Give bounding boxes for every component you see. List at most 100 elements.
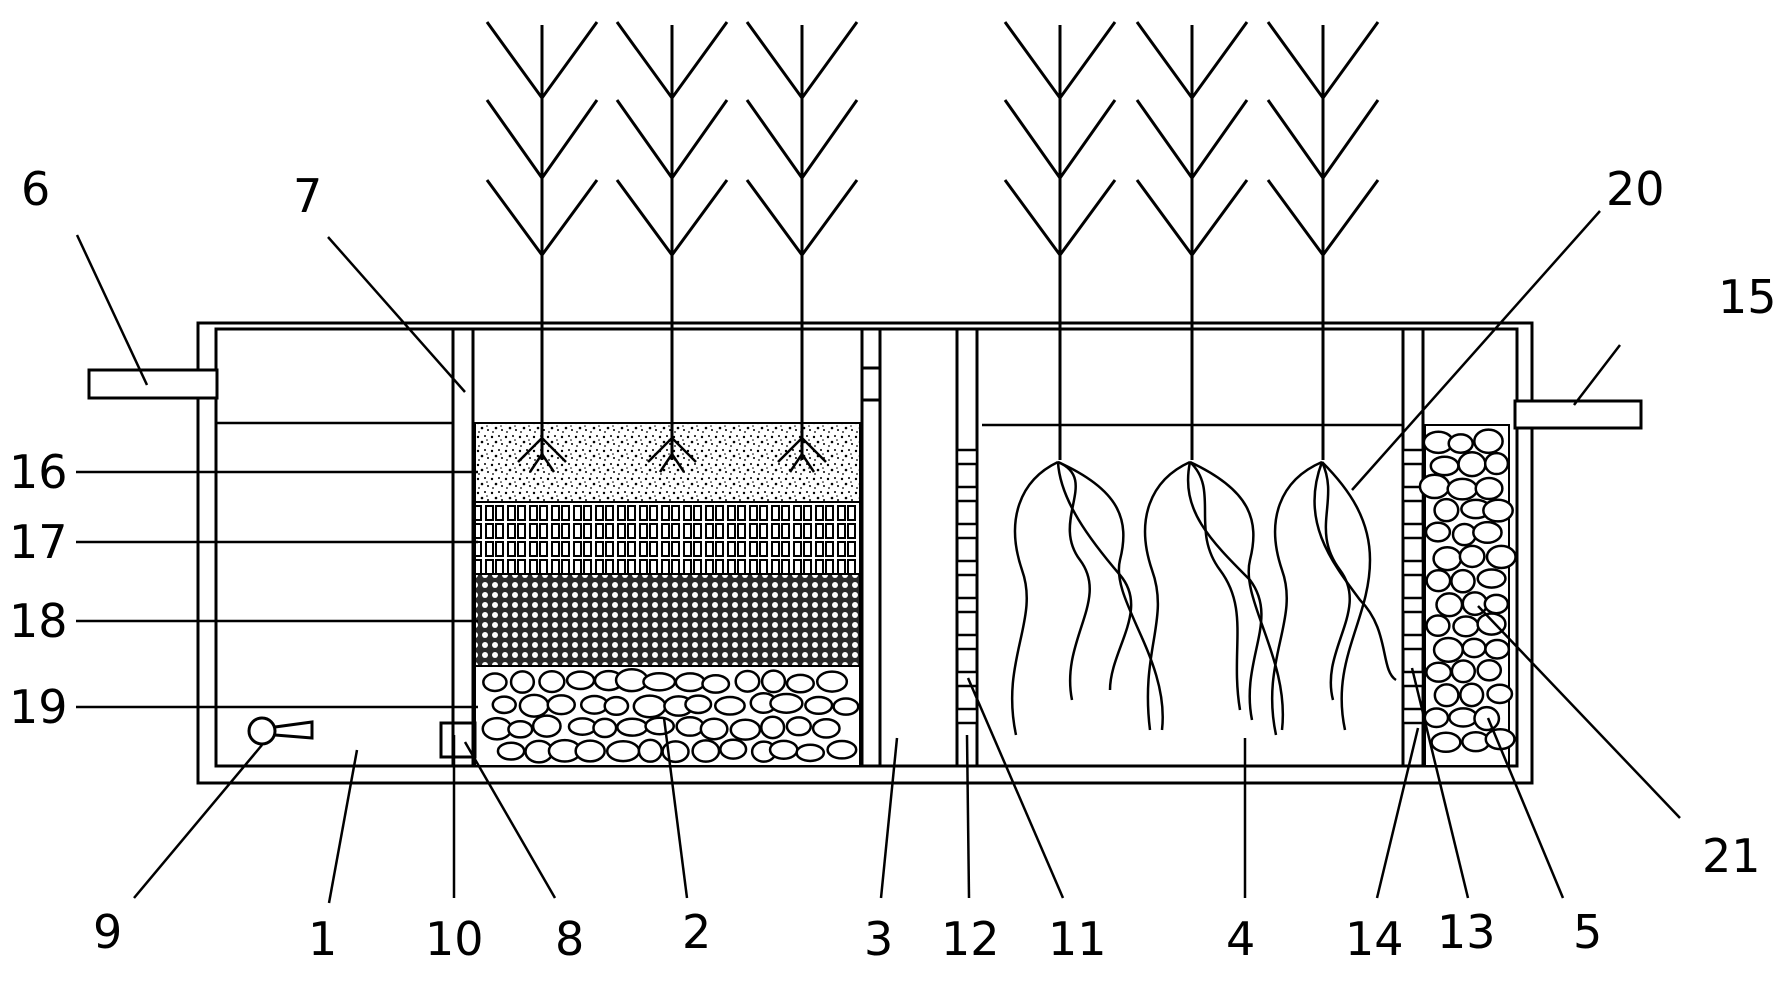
gravel-stone: [1473, 705, 1501, 732]
label-16: 16: [9, 445, 68, 499]
gravel-stone: [1452, 615, 1480, 638]
gravel-stone: [1447, 433, 1474, 454]
label-10: 10: [425, 912, 484, 966]
gravel-stone: [1486, 683, 1514, 705]
gravel-stone: [832, 697, 860, 716]
label-14: 14: [1345, 912, 1404, 966]
root: [1189, 461, 1242, 711]
label-13: 13: [1437, 905, 1496, 959]
partition-wall-7: [451, 327, 475, 766]
root: [1057, 460, 1091, 701]
label-6: 6: [21, 162, 50, 216]
gravel-stone: [1448, 707, 1479, 728]
gravel-stone: [1457, 451, 1487, 478]
gravel-stone: [1473, 428, 1504, 455]
plant: [745, 21, 859, 473]
mesh-layer-18: [474, 573, 861, 667]
wall-opening: [1401, 596, 1425, 614]
gravel-stone: [574, 739, 606, 763]
gravel-stone: [1446, 477, 1479, 501]
wall-opening: [955, 448, 979, 466]
gravel-stone: [616, 717, 649, 737]
gravel-stone: [531, 714, 562, 738]
label-1: 1: [308, 912, 337, 966]
wall-opening: [1401, 633, 1425, 651]
plant: [615, 21, 729, 473]
root: [1010, 460, 1059, 736]
gravel-stone: [729, 718, 762, 741]
gravel-stone: [1450, 568, 1476, 594]
wall-opening: [955, 707, 979, 725]
gravel-stone: [1429, 455, 1460, 477]
gravel-stone: [1476, 568, 1507, 589]
gravel-stone: [496, 741, 526, 761]
gravel-stone: [642, 671, 677, 692]
wall-opening: [1401, 522, 1425, 540]
plant: [485, 21, 599, 473]
gravel-stone: [1430, 731, 1462, 754]
gravel-stone: [565, 670, 596, 691]
gravel-stone: [1482, 498, 1514, 523]
gravel-stone: [1484, 638, 1511, 660]
root: [1143, 460, 1191, 731]
gravel-stone: [632, 694, 667, 719]
gravel-stone: [1432, 545, 1463, 572]
tank-outline: [196, 321, 1534, 785]
wall-opening: [1401, 707, 1425, 725]
gravel-stone: [785, 673, 815, 694]
gravel-stone: [826, 739, 858, 760]
gravel-stone: [785, 716, 813, 737]
gravel-stone: [815, 670, 849, 693]
root: [1321, 461, 1372, 731]
label-18: 18: [9, 594, 68, 648]
wall-opening: [955, 633, 979, 651]
gravel-stone: [1433, 683, 1460, 708]
gravel-stone: [481, 716, 513, 741]
gravel-stone: [482, 672, 508, 693]
root: [1189, 460, 1285, 731]
label-7: 7: [293, 169, 322, 223]
roots-20: [1010, 460, 1397, 736]
leader-lines: [75, 210, 1681, 904]
wall-opening: [955, 596, 979, 614]
wall-opening: [955, 670, 979, 688]
label-3: 3: [864, 912, 893, 966]
gravel-stones-5: [1418, 428, 1517, 754]
gravel-stone: [734, 669, 761, 693]
plant: [1135, 21, 1249, 460]
gravel-stone: [699, 717, 729, 741]
gravel-stone: [1472, 520, 1503, 545]
label-9: 9: [93, 905, 122, 959]
gravel-stone: [509, 670, 536, 694]
root: [1320, 461, 1351, 701]
perforated-wall-13: [1401, 327, 1425, 766]
gravel-stone: [795, 743, 826, 763]
gravel-stone: [691, 739, 721, 763]
gravel-stone: [644, 716, 676, 736]
root: [1186, 461, 1263, 721]
plant: [1003, 21, 1117, 460]
root: [1056, 461, 1133, 691]
wall-12-openings: [955, 448, 979, 725]
gravel-stone: [637, 738, 663, 763]
perforated-wall-12: [955, 327, 979, 766]
label-17: 17: [9, 515, 68, 569]
label-2: 2: [682, 905, 711, 959]
partition-wall-2-3: [860, 327, 882, 766]
wall-opening: [955, 485, 979, 503]
gravel-stone: [1476, 658, 1503, 682]
label-19: 19: [9, 680, 68, 734]
gravel-stone: [675, 715, 705, 737]
label-15: 15: [1718, 270, 1777, 324]
gravel-stones-2: [481, 668, 860, 764]
gravel-stone: [538, 670, 566, 694]
connecting-pipe-8: [439, 721, 477, 759]
gravel-stone: [603, 695, 630, 717]
gravel-stone: [684, 694, 713, 715]
gravel-stone: [1483, 451, 1510, 476]
label-5: 5: [1573, 905, 1602, 959]
brick-layer-17: [474, 501, 861, 575]
gravel-stone: [811, 718, 841, 739]
